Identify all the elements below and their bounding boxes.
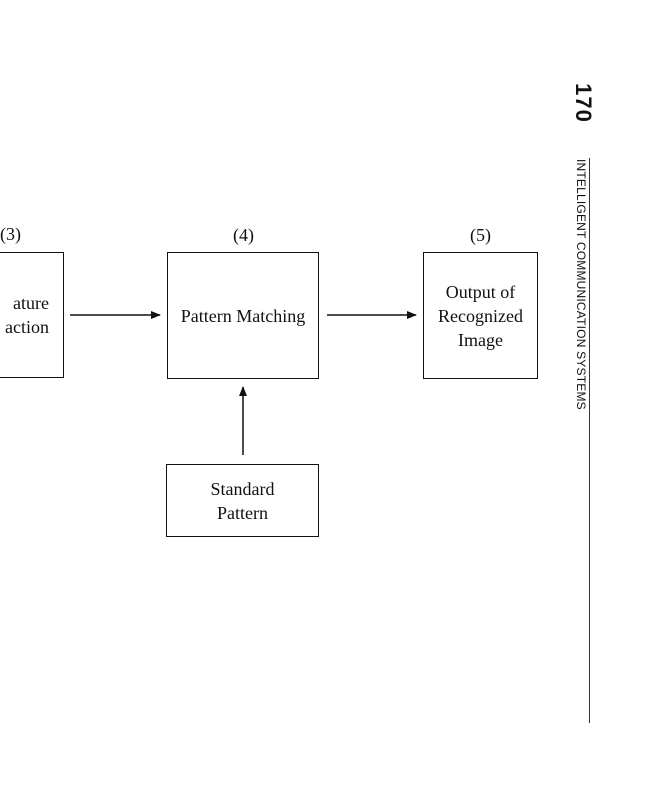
standard-pattern-label: Standard Pattern (210, 478, 275, 523)
pattern-matching-box: Pattern Matching (167, 252, 319, 379)
feature-extraction-label: ature action (5, 293, 49, 337)
feature-extraction-box: ature action (0, 252, 64, 378)
standard-pattern-box: Standard Pattern (166, 464, 319, 537)
pattern-matching-label: Pattern Matching (180, 305, 306, 326)
step-number-5: (5) (470, 225, 491, 245)
step-number-4: (4) (233, 225, 254, 245)
output-recognized-image-box: Output of Recognized Image (423, 252, 538, 379)
running-title: INTELLIGENT COMMUNICATION SYSTEMS (574, 159, 588, 410)
margin-rule (589, 158, 590, 723)
page-number: 170 (570, 83, 596, 123)
output-recognized-image-label: Output of Recognized Image (438, 281, 523, 350)
step-number-3: (3) (0, 224, 21, 244)
